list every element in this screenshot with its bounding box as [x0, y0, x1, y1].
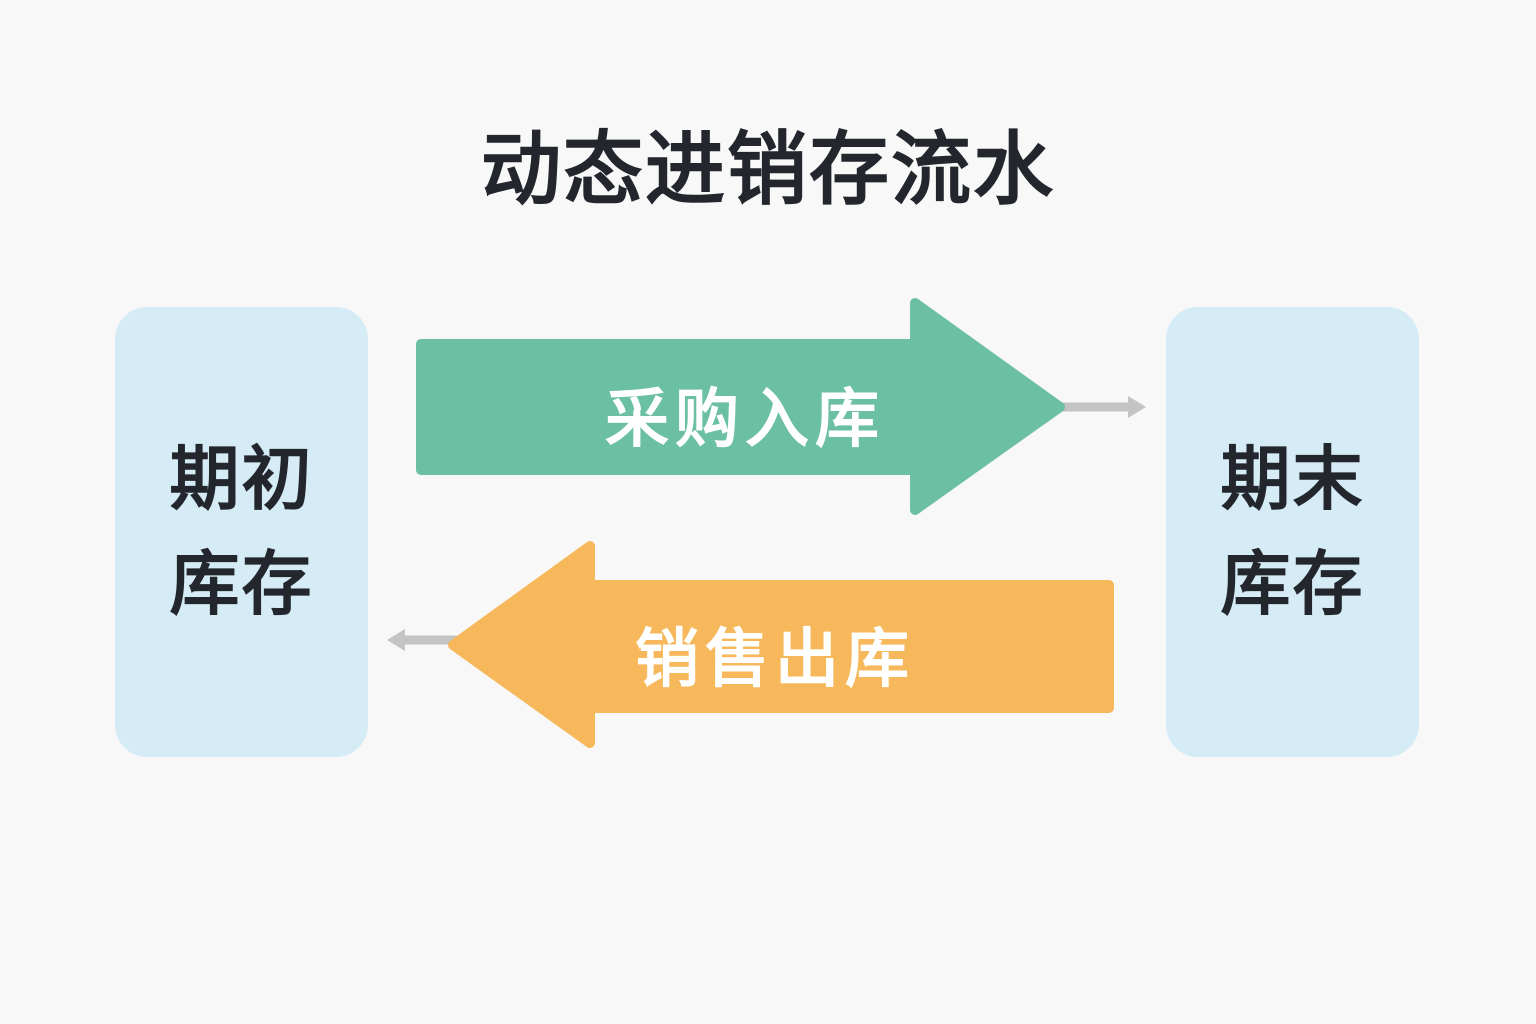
purchase-connector — [1055, 396, 1146, 418]
opening-stock-label-line2: 库存 — [169, 543, 314, 625]
opening-stock-label-line1: 期初 — [169, 438, 314, 520]
closing-stock-label-line2: 库存 — [1220, 543, 1365, 625]
closing-stock-label-line1: 期末 — [1220, 438, 1365, 520]
sales-arrow-label: 销售出库 — [635, 623, 915, 697]
sales-connector — [387, 629, 460, 651]
purchase-arrow-label: 采购入库 — [605, 383, 885, 457]
sales-arrow — [448, 541, 1114, 748]
closing-stock-box: 期末 库存 — [1166, 307, 1419, 757]
diagram-title: 动态进销存流水 — [481, 123, 1055, 216]
purchase-arrow — [416, 298, 1065, 515]
opening-stock-box: 期初 库存 — [115, 307, 368, 757]
